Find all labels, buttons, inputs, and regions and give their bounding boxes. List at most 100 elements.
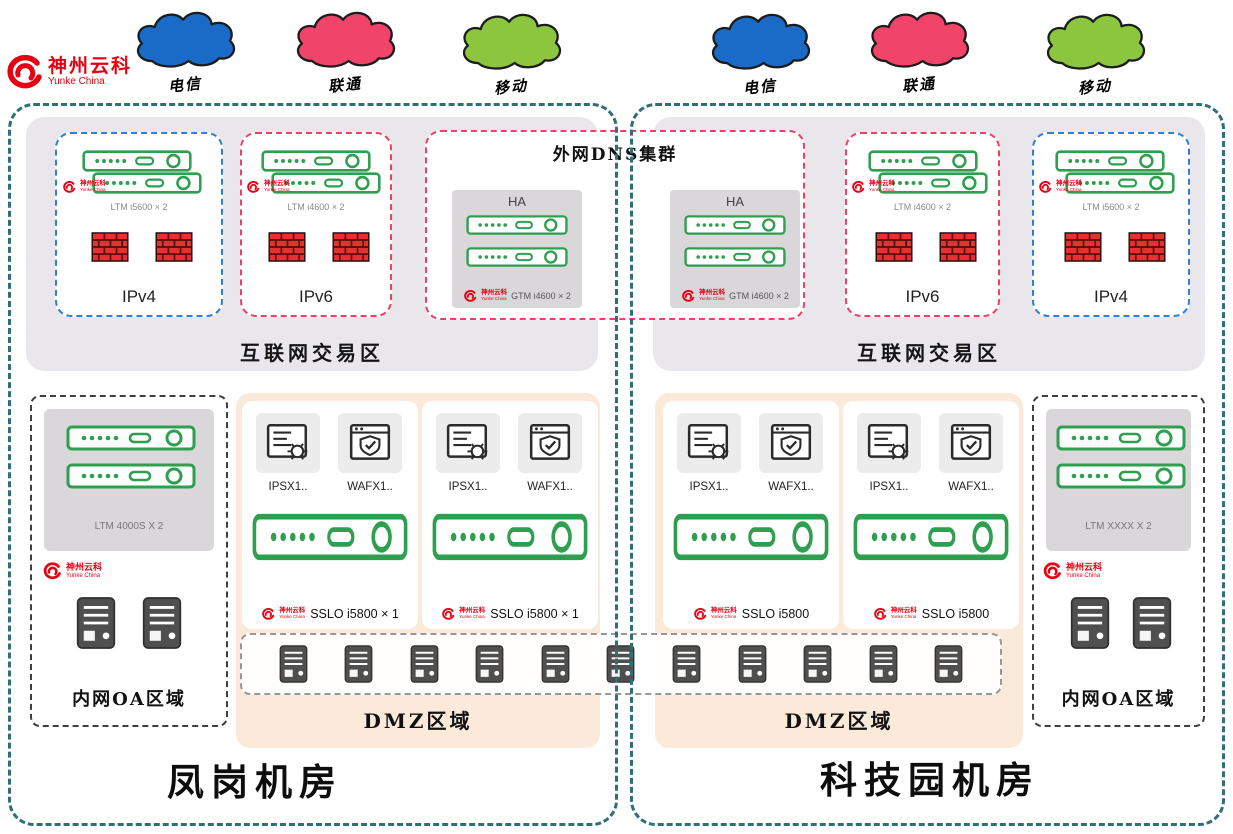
- logo-subtitle: Yunke China: [66, 572, 101, 579]
- yunke-logo-icon: [464, 289, 477, 302]
- isp-cloud-telecom-left: 电信: [126, 6, 244, 96]
- sslo-label: SSLO i5800: [921, 607, 990, 621]
- firewall-icon: [875, 232, 913, 262]
- logo-title: 神州云科: [1056, 180, 1082, 188]
- waf-tile: [518, 413, 582, 473]
- server-icon: [1070, 596, 1110, 650]
- sslo-appliance-icon: [673, 513, 829, 561]
- logo-subtitle: Yunke China: [1056, 187, 1082, 193]
- firewall-icon: [155, 232, 193, 262]
- logo-title: 神州云科: [890, 607, 917, 615]
- ips-icon: [446, 423, 489, 461]
- logo-subtitle: Yunke China: [710, 614, 737, 620]
- yunke-logo-icon: [43, 562, 61, 580]
- server-icon: [475, 644, 505, 684]
- logo-subtitle: Yunke China: [264, 187, 290, 193]
- server-icon: [934, 644, 964, 684]
- datacenter-name-right: 科技园机房: [820, 758, 1040, 802]
- sslo-label: SSLO i5800 × 1: [310, 607, 399, 621]
- device-model-label: LTM i5600 × 2: [1082, 202, 1140, 212]
- dns-cluster-title: 外网DNS集群: [552, 145, 678, 165]
- logo-subtitle: Yunke China: [890, 614, 917, 620]
- firewall-icon: [332, 232, 370, 262]
- server-icon: [606, 644, 636, 684]
- isp-label: 联通: [327, 74, 363, 96]
- ips-label: IPSX1..: [268, 481, 308, 493]
- sslo-appliance-icon: [252, 513, 408, 561]
- logo-subtitle: Yunke China: [481, 296, 507, 302]
- waf-label: WAFX1..: [347, 481, 393, 493]
- sslo-label: SSLO i5800 × 1: [490, 607, 579, 621]
- yunke-logo-icon: [63, 180, 76, 193]
- waf-tile: [759, 413, 823, 473]
- waf-label: WAFX1..: [768, 481, 814, 493]
- yunke-logo: 神州云科 Yunke China: [4, 52, 132, 92]
- ltm-appliance-icon: [66, 463, 196, 489]
- ipv4-caption: IPv4: [121, 287, 157, 306]
- cloud-icon: [296, 11, 396, 68]
- server-icon: [409, 644, 439, 684]
- logo-title: 神州云科: [279, 607, 306, 615]
- waf-label: WAFX1..: [948, 481, 994, 493]
- logo-title: 神州云科: [699, 289, 726, 297]
- firewall-icon: [939, 232, 977, 262]
- ips-icon: [867, 423, 910, 461]
- gtm-device-label: GTM i4600 × 2: [729, 291, 789, 301]
- internet-zone-label-left: 互联网交易区: [240, 341, 384, 365]
- server-icon: [737, 644, 767, 684]
- server-icon: [344, 644, 373, 684]
- yunke-logo-icon: [693, 607, 706, 620]
- server-icon: [278, 644, 308, 684]
- cloud-icon: [1046, 13, 1146, 70]
- server-icon: [76, 596, 116, 650]
- yunke-logo-icon: [873, 607, 886, 620]
- ha-label: HA: [507, 194, 527, 209]
- yunke-logo-icon: [1043, 562, 1061, 580]
- isp-cloud-telecom-right: 电信: [701, 8, 819, 98]
- ltm-appliance-icon: [66, 425, 196, 451]
- ltm-appliance-icon: [92, 172, 202, 194]
- waf-label: WAFX1..: [527, 481, 573, 493]
- logo-title: 神州云科: [710, 607, 737, 615]
- sslo-appliance-icon: [432, 513, 588, 561]
- ips-label: IPSX1..: [448, 481, 488, 493]
- gtm-appliance-icon: [684, 215, 786, 235]
- waf-tile: [939, 413, 1003, 473]
- firewall-icon: [91, 232, 129, 262]
- ha-label: HA: [725, 194, 745, 209]
- ips-icon: [266, 423, 309, 461]
- oa-zone-label-left: 内网OA区域: [72, 689, 186, 710]
- gtm-device-label: GTM i4600 × 2: [511, 291, 571, 301]
- ips-tile: [857, 413, 921, 473]
- isp-cloud-mobile-left: 移动: [452, 8, 570, 98]
- yunke-logo-text: 神州云科 Yunke China: [48, 56, 132, 87]
- yunke-logo-icon: [4, 52, 44, 92]
- logo-title: 神州云科: [264, 180, 290, 188]
- dmz-label-left: DMZ区域: [363, 709, 473, 733]
- sslo-appliance-icon: [853, 513, 1009, 561]
- yunke-logo-icon: [442, 607, 455, 620]
